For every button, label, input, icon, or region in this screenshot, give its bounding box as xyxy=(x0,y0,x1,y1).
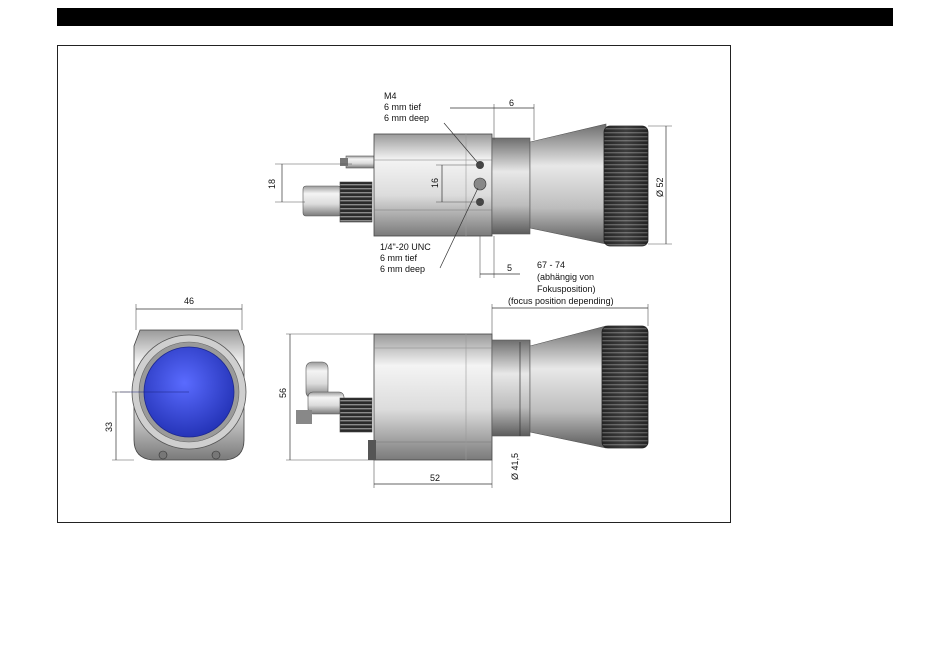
side-view xyxy=(296,326,648,460)
dim-46: 46 xyxy=(184,296,194,306)
dim-5: 5 xyxy=(507,263,512,273)
label-m4-tief: 6 mm tief xyxy=(384,102,422,112)
small-connector xyxy=(340,156,374,168)
dim-18: 18 xyxy=(267,179,277,189)
dim-dia52: Ø 52 xyxy=(655,177,665,197)
label-focus-en: (focus position depending) xyxy=(508,296,614,306)
front-view xyxy=(120,330,246,460)
label-focus-de2: Fokusposition) xyxy=(537,284,596,294)
label-focus-de1: (abhängig von xyxy=(537,272,594,282)
label-focus-range: 67 - 74 xyxy=(537,260,565,270)
label-unc-tief: 6 mm tief xyxy=(380,253,418,263)
screw-right xyxy=(212,451,220,459)
large-connector xyxy=(303,182,372,222)
lens-ring xyxy=(492,138,530,234)
label-m4: M4 xyxy=(384,91,397,101)
dim-33: 33 xyxy=(104,422,114,432)
unc-hole xyxy=(474,178,486,190)
label-m4-deep: 6 mm deep xyxy=(384,113,429,123)
top-view xyxy=(303,124,648,246)
dim-56: 56 xyxy=(278,388,288,398)
screw-left xyxy=(159,451,167,459)
label-unc-deep: 6 mm deep xyxy=(380,264,425,274)
dim-6-top: 6 xyxy=(509,98,514,108)
label-unc: 1/4"-20 UNC xyxy=(380,242,431,252)
dim-52: 52 xyxy=(430,473,440,483)
dim-dia41: Ø 41,5 xyxy=(510,453,520,480)
dim-16: 16 xyxy=(430,178,440,188)
lens-cone xyxy=(530,124,606,244)
